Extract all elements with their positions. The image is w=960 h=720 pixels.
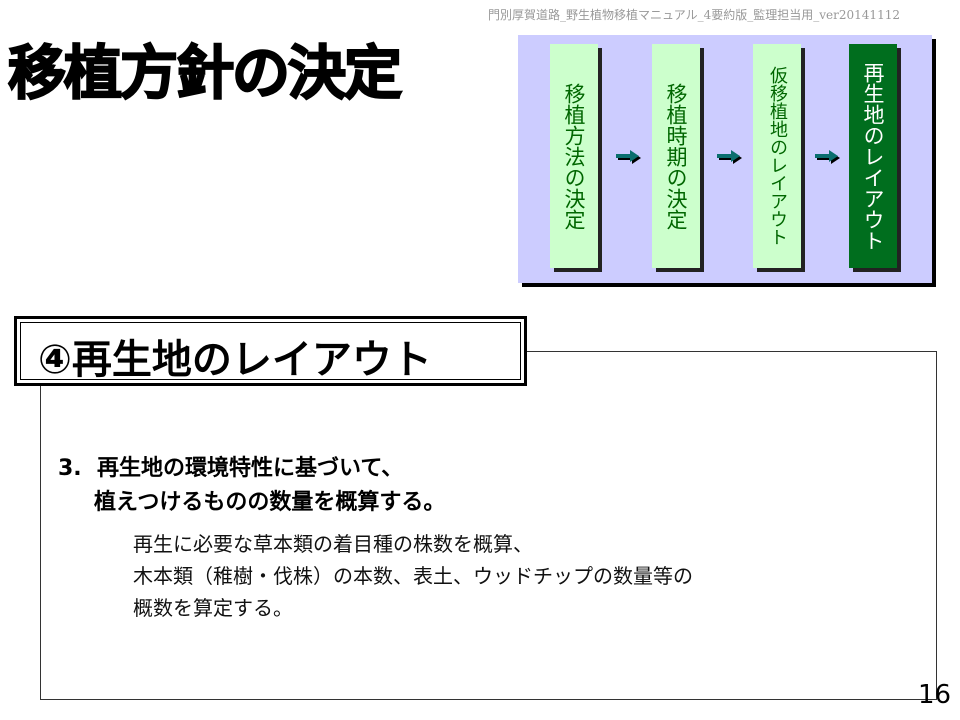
heading-line: 再生地の環境特性に基づいて、	[97, 456, 404, 481]
body-line: 木本類（稚樹・伐株）の本数、表土、ウッドチップの数量等の	[133, 564, 693, 588]
arrow-right-icon	[815, 150, 840, 164]
header-note: 門別厚賀道路_野生植物移植マニュアル_4要約版_監理担当用_ver2014111…	[488, 8, 900, 22]
section-title-box	[14, 316, 527, 386]
section-title: ④再生地のレイアウト	[38, 337, 432, 383]
heading-line: 植えつけるものの数量を概算する。	[94, 490, 446, 515]
item-number: 3.	[58, 456, 82, 481]
body-line: 再生に必要な草本類の着目種の株数を概算、	[133, 532, 533, 556]
content-heading: 3. 再生地の環境特性に基づいて、 植えつけるものの数量を概算する。	[58, 452, 445, 520]
divider	[525, 351, 936, 352]
flow-step-1: 移植方法の決定	[550, 44, 598, 268]
content-body: 再生に必要な草本類の着目種の株数を概算、 木本類（稚樹・伐株）の本数、表土、ウッ…	[133, 528, 693, 624]
arrow-right-icon	[717, 150, 742, 164]
body-line: 概数を算定する。	[133, 596, 293, 620]
flow-diagram: 移植方法の決定 移植時期の決定 仮移植地のレイアウト 再生地のレイアウト	[518, 35, 932, 283]
content-box	[40, 351, 937, 700]
flow-step-3: 仮移植地のレイアウト	[753, 44, 801, 268]
arrow-right-icon	[616, 150, 641, 164]
page-number: 16	[918, 680, 952, 710]
flow-step-4-active: 再生地のレイアウト	[849, 44, 897, 268]
flow-step-2: 移植時期の決定	[652, 44, 700, 268]
page-title: 移植方針の決定	[7, 38, 403, 108]
